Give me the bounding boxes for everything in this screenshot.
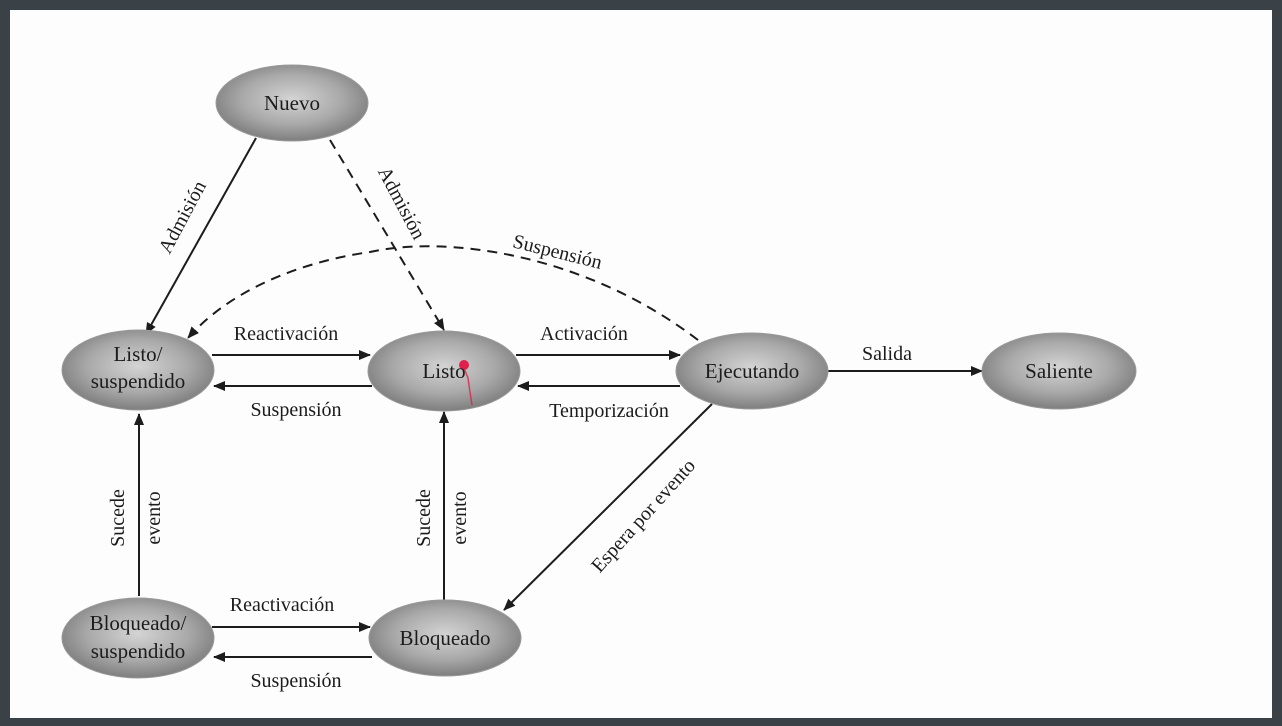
edge-label-sucede-evento-left-line2: evento bbox=[143, 491, 165, 544]
edge-admision-right bbox=[329, 139, 445, 331]
state-diagram: Nuevo Listo/ suspendido Listo Ejecutando… bbox=[61, 64, 1137, 692]
state-bloqueado bbox=[368, 599, 522, 677]
edge-label-admision-left: Admisión bbox=[154, 177, 210, 257]
edge-admision-left bbox=[145, 137, 257, 335]
diagram-canvas: Nuevo Listo/ suspendido Listo Ejecutando… bbox=[10, 10, 1272, 718]
state-nuevo bbox=[215, 64, 369, 142]
state-label-listo: Listo bbox=[422, 359, 465, 383]
edge-label-temporizacion: Temporización bbox=[549, 400, 669, 422]
state-label-nuevo: Nuevo bbox=[264, 91, 320, 115]
state-bloqueado-suspendido bbox=[61, 597, 215, 679]
edge-suspension-arc bbox=[187, 245, 699, 341]
edge-label-sucede-evento-left-line1: Sucede bbox=[107, 489, 129, 547]
edge-label-sucede-evento-mid-line2: evento bbox=[449, 491, 471, 544]
state-listo-suspendido bbox=[61, 329, 215, 411]
edge-espera-por-evento bbox=[503, 403, 713, 611]
pointer-mark bbox=[459, 360, 473, 406]
state-ejecutando bbox=[675, 332, 829, 410]
edge-label-espera-por-evento: Espera por evento bbox=[587, 455, 700, 577]
edge-label-reactivacion-top: Reactivación bbox=[234, 323, 338, 345]
state-label-ejecutando: Ejecutando bbox=[705, 359, 799, 383]
state-label-listo-suspendido-line2: suspendido bbox=[91, 369, 186, 393]
state-label-listo-suspendido-line1: Listo/ bbox=[113, 342, 162, 366]
edge-label-suspension-bottom: Suspensión bbox=[250, 670, 341, 692]
state-label-bloqueado-suspendido-line2: suspendido bbox=[91, 639, 186, 663]
edge-label-reactivacion-bottom: Reactivación bbox=[230, 594, 334, 616]
state-saliente bbox=[981, 332, 1137, 410]
state-label-bloqueado: Bloqueado bbox=[400, 626, 491, 650]
state-label-saliente: Saliente bbox=[1025, 359, 1093, 383]
edge-label-admision-right: Admisión bbox=[373, 163, 429, 243]
edge-label-activacion: Activación bbox=[540, 323, 628, 345]
edge-label-suspension-top: Suspensión bbox=[250, 399, 341, 421]
edge-label-sucede-evento-mid-line1: Sucede bbox=[413, 489, 435, 547]
edge-label-salida: Salida bbox=[862, 343, 912, 365]
state-listo bbox=[367, 330, 521, 412]
state-label-bloqueado-suspendido-line1: Bloqueado/ bbox=[90, 611, 187, 635]
